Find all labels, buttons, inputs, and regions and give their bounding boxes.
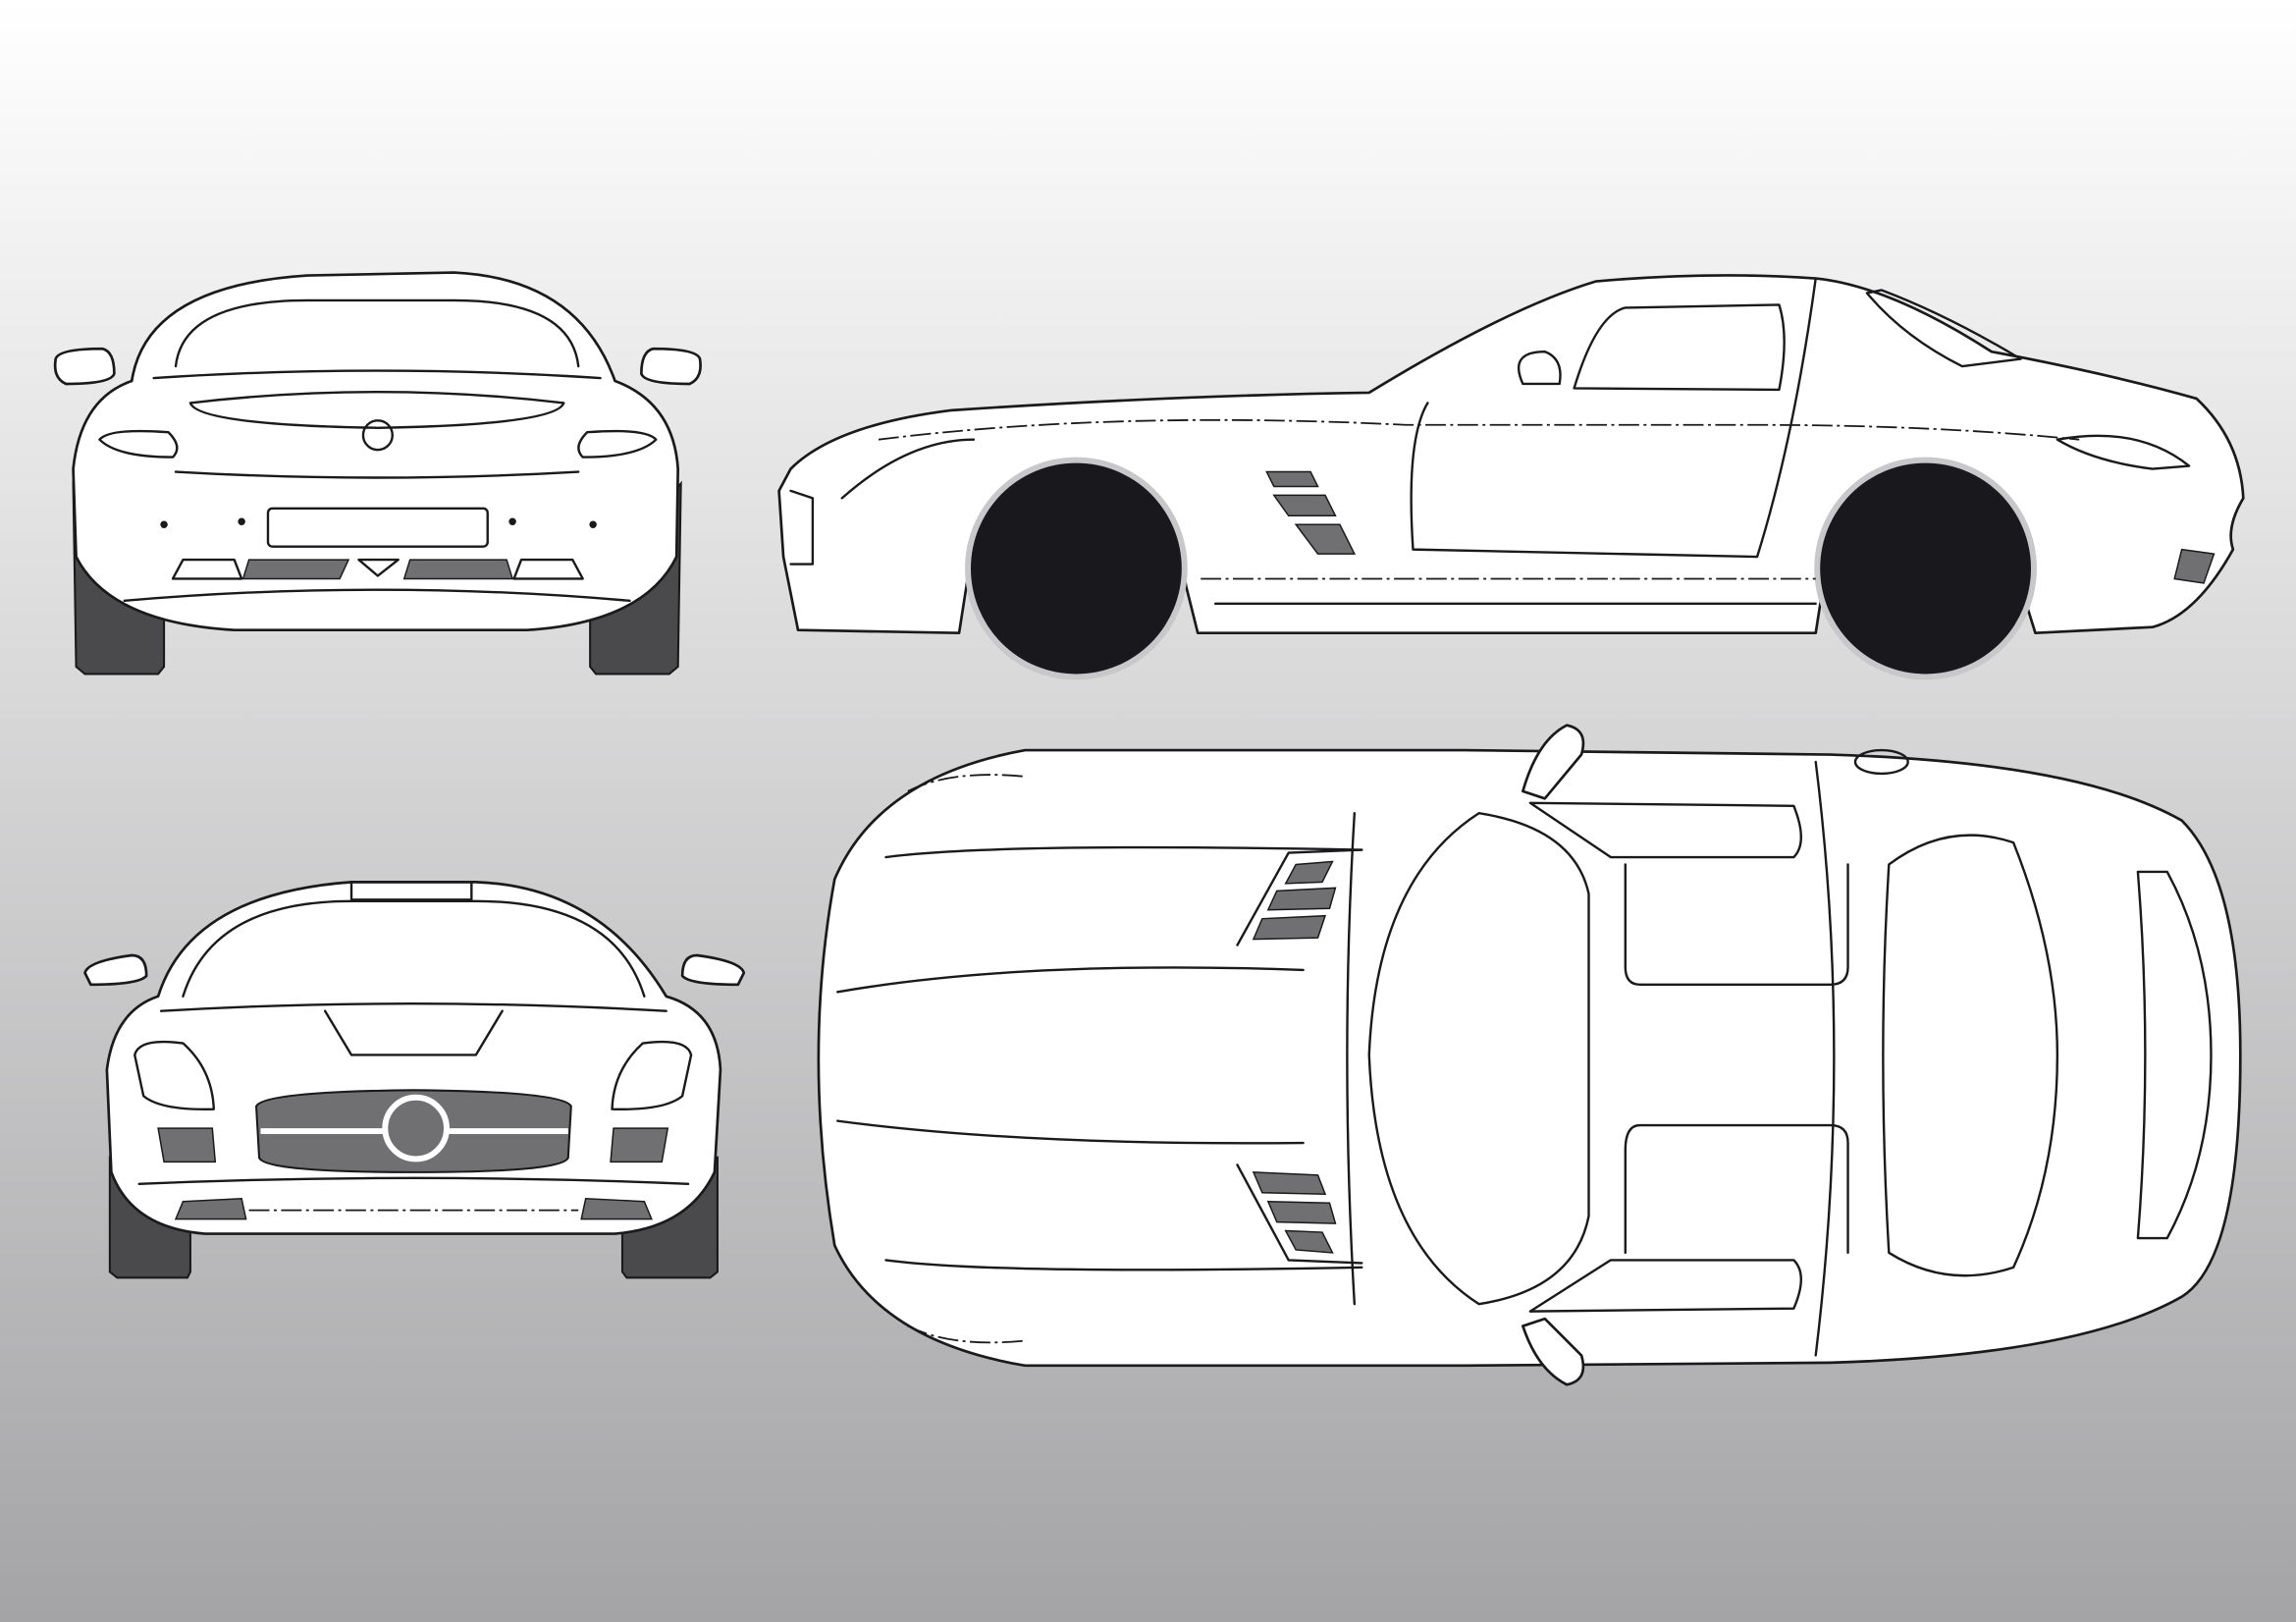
- rear-body: [72, 271, 680, 632]
- right-mirror: [1522, 1317, 1585, 1386]
- top-view: [817, 724, 2242, 1386]
- top-body: [817, 748, 2242, 1368]
- hood-vent: [1284, 860, 1334, 885]
- license-plate: [266, 507, 489, 548]
- left-mirror: [53, 347, 116, 386]
- side-vent: [1294, 523, 1357, 555]
- side-view: [777, 274, 2245, 680]
- rear-vent: [402, 559, 514, 580]
- hood-vent: [1284, 1229, 1334, 1254]
- lower-intake: [174, 1197, 247, 1220]
- rear-emblem: [361, 419, 394, 452]
- door-line: [1410, 277, 1817, 559]
- lower-intake: [580, 1197, 653, 1220]
- fog-light: [610, 1127, 669, 1163]
- hood-vent: [1266, 1200, 1337, 1224]
- right-mirror: [680, 953, 746, 987]
- side-vent: [1272, 494, 1337, 517]
- front-emblem: [382, 1094, 450, 1162]
- side-vent: [1265, 470, 1319, 488]
- rear-vent: [241, 559, 350, 580]
- left-mirror: [1522, 724, 1585, 800]
- front-wheel-tire: [971, 462, 1182, 675]
- rear-window: [1865, 289, 2022, 368]
- right-headlight: [611, 1040, 693, 1111]
- right-taillight: [577, 429, 658, 459]
- left-mirror: [83, 953, 148, 987]
- hood-vent: [1252, 1171, 1327, 1196]
- windshield: [1367, 812, 1590, 1306]
- windshield: [182, 899, 646, 998]
- side-window: [1573, 303, 1786, 392]
- hood-vent: [1266, 887, 1337, 911]
- rear-wheel-tire: [1820, 462, 2032, 675]
- roof: [1624, 863, 1849, 1255]
- fog-light: [157, 1127, 217, 1163]
- left-headlight: [133, 1040, 215, 1111]
- left-taillight: [98, 429, 179, 459]
- right-mirror: [640, 347, 702, 386]
- front-view: [83, 881, 746, 1279]
- rear-view: [53, 271, 702, 676]
- hood-vent: [1252, 914, 1327, 941]
- rear-window: [1882, 834, 2059, 1277]
